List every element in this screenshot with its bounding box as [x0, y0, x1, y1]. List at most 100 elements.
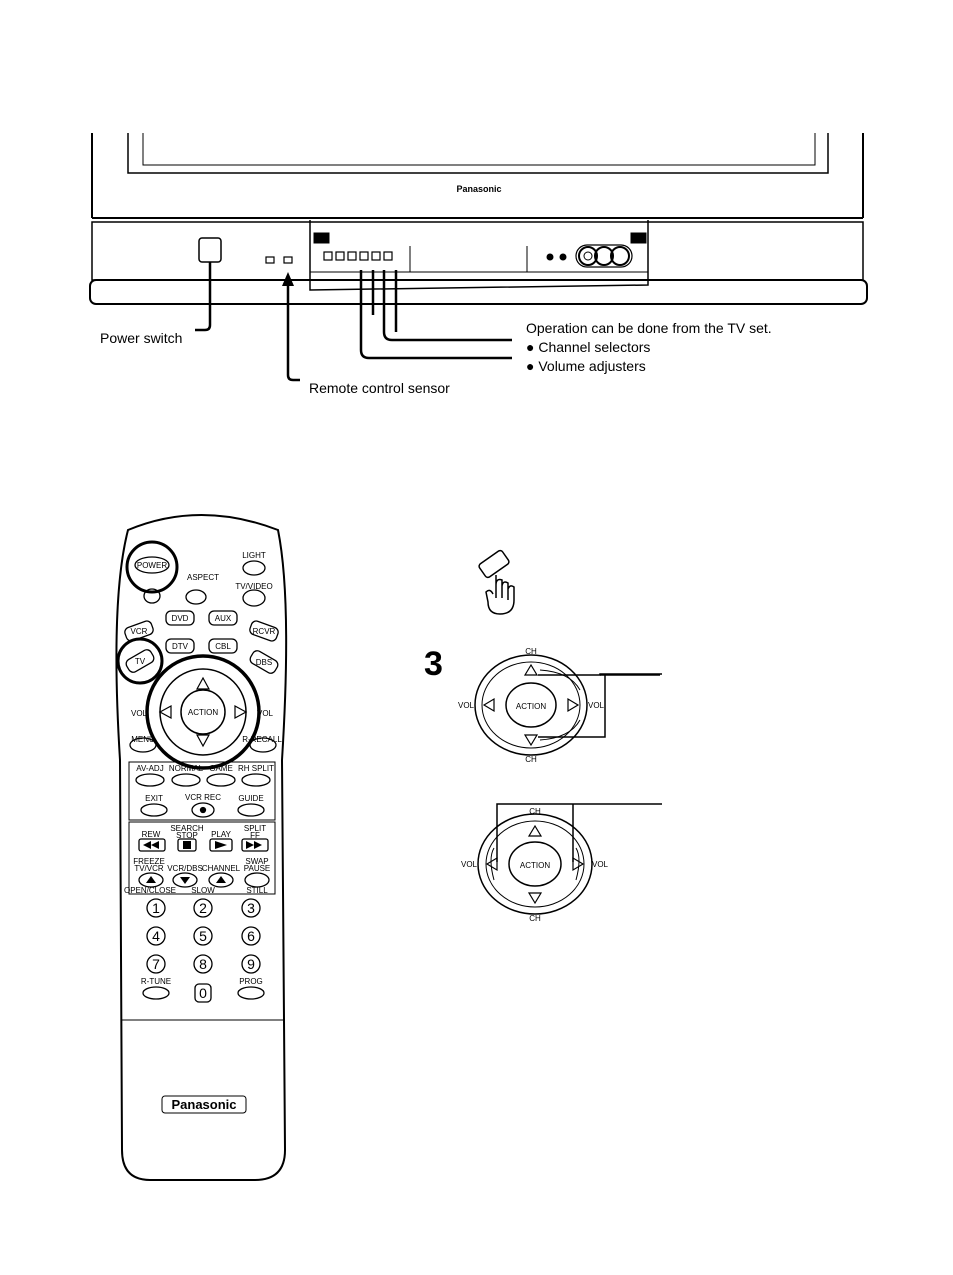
recall-button[interactable]	[249, 737, 277, 753]
num-9-label: 9	[247, 956, 255, 972]
pause-label: PAUSE	[244, 864, 271, 873]
num-2-button[interactable]	[193, 898, 213, 918]
vol-left-arrow-icon[interactable]	[158, 704, 172, 720]
pad-bottom-ch-up-icon[interactable]	[527, 824, 543, 837]
normal-button[interactable]	[171, 773, 201, 787]
action-button[interactable]	[180, 689, 226, 735]
open-close-button[interactable]	[138, 872, 164, 888]
guide-button[interactable]	[237, 803, 265, 817]
rcvr-label: RCVR	[253, 627, 276, 636]
pad-top-ch-up-icon[interactable]	[523, 663, 539, 676]
dtv-mode-button[interactable]	[165, 638, 195, 654]
pad-bottom-ch-down-icon[interactable]	[527, 892, 543, 905]
menu-button[interactable]	[129, 737, 157, 753]
pad-top-ch-down-icon[interactable]	[523, 734, 539, 747]
exit-button[interactable]	[140, 803, 168, 817]
light-button[interactable]	[242, 560, 266, 576]
pad-top-vol-right-icon[interactable]	[567, 697, 580, 713]
nav-highlight-circle	[145, 654, 261, 770]
num-3-button[interactable]	[241, 898, 261, 918]
av-adj-button[interactable]	[135, 773, 165, 787]
action-label: ACTION	[188, 708, 218, 717]
ch-down-arrow-icon[interactable]	[195, 734, 211, 748]
prog-label: PROG	[239, 977, 263, 986]
prog-button[interactable]	[237, 986, 265, 1000]
game-button[interactable]	[206, 773, 236, 787]
aux-mode-button[interactable]	[208, 610, 238, 626]
exit-label: EXIT	[145, 794, 163, 803]
dbs-mode-button[interactable]	[248, 649, 279, 675]
power-highlight-circle	[125, 540, 179, 594]
down-icon	[180, 877, 190, 884]
pad-top-vol-left-icon[interactable]	[482, 697, 495, 713]
num-4-label: 4	[152, 928, 160, 944]
remote-vol-left-label: VOL	[131, 709, 148, 718]
pad-bottom-vol-left-icon[interactable]	[485, 856, 498, 872]
tv-front-panel	[89, 133, 868, 305]
play-button[interactable]	[209, 838, 233, 852]
tv-mode-button[interactable]	[124, 648, 155, 674]
num-0-button[interactable]	[194, 983, 212, 1003]
dvd-mode-button[interactable]	[165, 610, 195, 626]
dtv-label: DTV	[172, 642, 189, 651]
num-8-button[interactable]	[193, 954, 213, 974]
pad-bottom-vol-right-icon[interactable]	[572, 856, 585, 872]
recall-label: R-RECALL	[242, 735, 282, 744]
channel-down-button[interactable]	[172, 872, 198, 888]
num-6-label: 6	[247, 928, 255, 944]
pad-bottom-action-button[interactable]	[508, 841, 562, 887]
channel-selectors-label: ● Channel selectors	[526, 339, 650, 355]
num-6-button[interactable]	[241, 926, 261, 946]
ch-up-arrow-icon[interactable]	[195, 676, 211, 690]
vcr-dbs-label: VCR/DBS	[167, 864, 203, 873]
pad-bottom-vol-left-label: VOL	[461, 860, 478, 869]
pad-top-vol-left-label: VOL	[458, 701, 475, 710]
ff-label: FF	[250, 831, 260, 840]
vcr-rec-button[interactable]	[191, 802, 215, 818]
normal-label: NORMAL	[169, 764, 204, 773]
pad-bottom-action-label: ACTION	[520, 861, 550, 870]
remote-sensor-label: Remote control sensor	[309, 380, 450, 396]
ff-button[interactable]	[241, 838, 269, 852]
stop-button[interactable]	[177, 838, 197, 852]
num-1-button[interactable]	[146, 898, 166, 918]
rew-label: REW	[142, 830, 161, 839]
r-tune-button[interactable]	[142, 986, 170, 1000]
rcvr-mode-button[interactable]	[248, 620, 279, 643]
num-7-button[interactable]	[146, 954, 166, 974]
tv-video-button[interactable]	[242, 589, 266, 607]
aspect-side-button[interactable]	[143, 588, 161, 604]
power-button[interactable]	[134, 556, 170, 574]
channel-up-button[interactable]	[208, 872, 234, 888]
vol-right-arrow-icon[interactable]	[234, 704, 248, 720]
vcr-label: VCR	[131, 627, 148, 636]
num-1-label: 1	[152, 900, 160, 916]
num-4-button[interactable]	[146, 926, 166, 946]
pad-top-ch-bottom-label: CH	[525, 755, 537, 764]
rew-button[interactable]	[138, 838, 166, 852]
step-number: 3	[424, 645, 443, 683]
pad-top-ch-top-label: CH	[525, 647, 537, 656]
search-label: SEARCH	[170, 824, 204, 833]
operation-note: Operation can be done from the TV set.	[526, 320, 772, 336]
ff-icon	[246, 841, 254, 849]
aspect-button[interactable]	[185, 589, 207, 605]
still-label: STILL	[246, 886, 268, 895]
light-label: LIGHT	[242, 551, 266, 560]
num-3-label: 3	[247, 900, 255, 916]
tv-video-label: TV/VIDEO	[235, 582, 272, 591]
pad-top-action-label: ACTION	[516, 702, 546, 711]
pause-button[interactable]	[244, 872, 270, 888]
action-pad-top	[474, 654, 662, 756]
num-9-button[interactable]	[241, 954, 261, 974]
cbl-mode-button[interactable]	[208, 638, 238, 654]
num-5-button[interactable]	[193, 926, 213, 946]
num-7-label: 7	[152, 956, 160, 972]
power-button-label: POWER	[137, 561, 167, 570]
pad-bottom-vol-right-label: VOL	[592, 860, 609, 869]
rh-split-button[interactable]	[241, 773, 271, 787]
tv-highlight-circle	[116, 637, 164, 685]
av-adj-label: AV-ADJ	[136, 764, 163, 773]
pad-top-action-button[interactable]	[505, 682, 557, 728]
